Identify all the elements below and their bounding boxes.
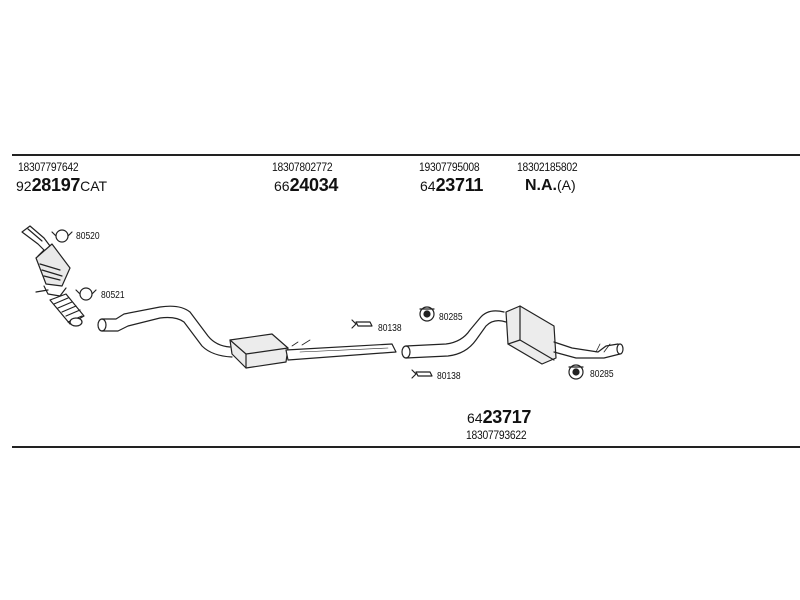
center-pipe [97, 305, 233, 358]
part-number-label: 18307797642 [18, 160, 79, 174]
bracket-icon [411, 369, 433, 379]
code-suffix: CAT [80, 178, 108, 194]
clamp-label: 80520 [76, 231, 100, 242]
intermediate-pipe [285, 339, 397, 361]
code-prefix: 64 [467, 410, 483, 426]
part-number-label: 18302185802 [517, 160, 578, 174]
clamp-icon [51, 229, 73, 243]
code-suffix: (A) [557, 177, 576, 193]
catalytic-converter [21, 225, 71, 297]
part-code-label: 9228197CAT [16, 175, 107, 196]
code-main: 23711 [435, 175, 484, 195]
part-code-label: 6423711 [420, 175, 483, 196]
center-muffler [229, 333, 289, 369]
code-prefix: 66 [274, 178, 290, 194]
code-main: N.A. [525, 177, 557, 194]
clamp-label: 80521 [101, 290, 125, 301]
bracket-icon [351, 319, 373, 329]
rear-muffler [505, 305, 557, 365]
bottom-part-code-label: 6423717 [467, 407, 531, 428]
bracket-label: 80138 [378, 323, 402, 334]
tail-pipe [553, 341, 624, 359]
top-rule [12, 154, 800, 156]
clamp-icon [75, 287, 97, 301]
part-number-label: 18307802772 [272, 160, 333, 174]
part-number-label: 19307795008 [419, 160, 480, 174]
hanger-icon [419, 306, 435, 322]
hanger-label: 80285 [439, 312, 463, 323]
rear-pipe [401, 310, 507, 359]
hanger-label: 80285 [590, 369, 614, 380]
flex-pipe [49, 293, 85, 327]
code-main: 23717 [482, 407, 532, 427]
bottom-part-number-label: 18307793622 [466, 428, 527, 442]
bracket-label: 80138 [437, 371, 461, 382]
bottom-rule [12, 446, 800, 448]
code-main: 28197 [31, 175, 81, 195]
code-main: 24034 [289, 175, 339, 195]
code-prefix: 92 [16, 178, 32, 194]
code-prefix: 64 [420, 178, 436, 194]
part-code-label: N.A.(A) [525, 177, 576, 195]
hanger-icon [568, 364, 584, 380]
part-code-label: 6624034 [274, 175, 338, 196]
